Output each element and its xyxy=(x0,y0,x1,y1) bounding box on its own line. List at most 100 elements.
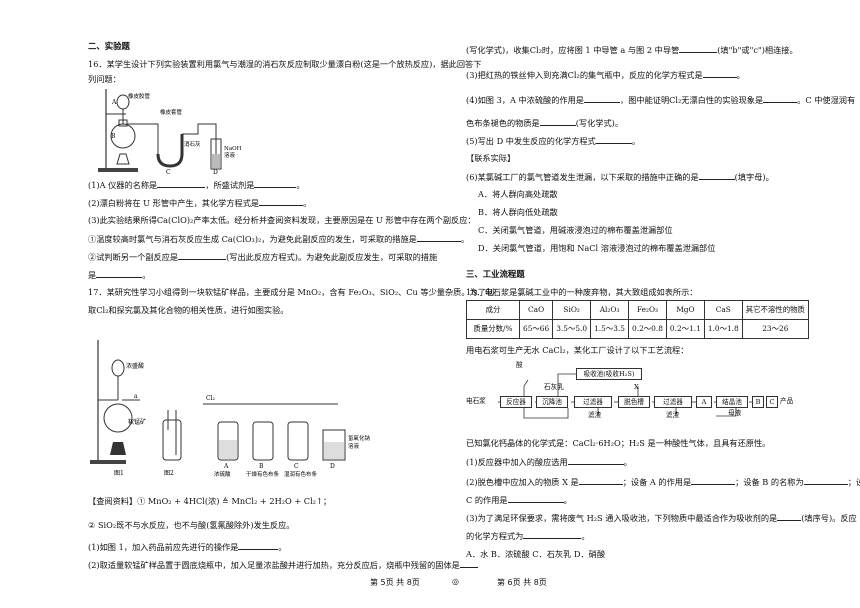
q18-part2: (2)脱色槽中应加入的物质 X 是；设备 A 的作用是；设备 B 的名称为；设备 xyxy=(466,477,860,487)
q17-part4-cont: 色布条褪色的物质是(写化学式)。 xyxy=(466,118,624,128)
q17-part2: (2)取适量软锰矿样品置于圆底烧瓶中，加入足量浓盐酸并进行加热，充分反应后，烧瓶… xyxy=(88,560,478,569)
table-cell: 65～66 xyxy=(518,319,554,339)
table-header-row: 成分 CaO SiO₂ Al₂O₃ Fe₂O₃ MgO CaS 其它不溶性的物质 xyxy=(466,300,809,320)
flow-acid-label: 酸 xyxy=(516,361,523,369)
table-cell: CaO xyxy=(518,300,554,320)
table-cell: 1.5～3.5 xyxy=(590,319,630,339)
q16-label-lime: 消石灰 xyxy=(184,140,201,148)
q17-option-b: B．将人群向低处疏散 xyxy=(478,207,558,217)
q17-cont-line1: (写化学式)，收集Cl₂时，应将图 1 中导管 a 与图 2 中导管(填"b"或… xyxy=(466,45,798,55)
q16-label-a: A xyxy=(111,99,117,106)
flow-reactor: 反应器 xyxy=(500,396,532,408)
q17-label-ore: 软锰矿 xyxy=(128,418,146,426)
q17-apparatus-figure: 浓盛酸 a 软锰矿 图1 图2 Cl₂ A B C D 浓硫酸 干燥有色布条 湿… xyxy=(90,340,371,478)
table-cell: 0.2～0.8 xyxy=(628,319,667,339)
q17-label-dry-strip: 干燥有色布条 xyxy=(246,470,280,478)
table-cell: 1.0～1.8 xyxy=(703,319,743,339)
q18-part1: (1)反应器中加入的酸应选用。 xyxy=(466,457,632,467)
flow-settle-tank: 沉降池 xyxy=(536,396,568,408)
left-page-footer: 第 5页 共 8页 xyxy=(370,578,420,587)
q18-known-info: 已知氯化钙晶体的化学式是：CaCl₂·6H₂O；H₂S 是一种酸性气体，且具有还… xyxy=(466,438,771,448)
q16-label-c: C xyxy=(166,169,171,174)
q16-label-solution: 溶液 xyxy=(224,151,236,159)
q18-part3-cont: 的化学方程式为。 xyxy=(466,531,590,541)
flow-absorb-tank: 吸收池(吸收H₂S) xyxy=(576,368,642,380)
flow-product-label: 产品 xyxy=(780,397,794,405)
q16-part3-2: ②试判断另一个副反应是(写出此反应方程式)。为避免此副反应发生，可采取的措施 xyxy=(88,252,438,262)
q16-part3-2-cont: 是。 xyxy=(88,270,151,280)
q18-stem-line1: 18．电石浆是氯碱工业中的一种废弃物，其大致组成如表所示： xyxy=(466,287,698,297)
q16-part2: (2)漂白粉将在 U 形管中产生，其化学方程式是。 xyxy=(88,198,312,208)
q17-stem-line2: 取Cl₂和探究氯及其化合物的相关性质，进行如图实验。 xyxy=(88,305,289,315)
flow-lime-label: 石灰乳 xyxy=(544,383,564,391)
q17-info1: 【查阅资料】① MnO₂ + 4HCl(浓) ≜ MnCl₂ + 2H₂O + … xyxy=(88,496,332,506)
q17-label-C: C xyxy=(294,463,299,470)
q17-stem-line1: 17．某研究性学习小组得到一块软锰矿样品，主要成分是 MnO₂，含有 Fe₂O₃… xyxy=(88,287,495,297)
q18-options: A．水 B．浓硫酸 C．石灰乳 D．硝酸 xyxy=(466,549,606,559)
flow-device-b: B xyxy=(752,396,764,408)
q18-part2-cont: C 的作用是。 xyxy=(466,495,572,505)
q17-label-fig1: 图1 xyxy=(114,470,124,477)
section-heading-industrial: 三、工业流程题 xyxy=(466,269,525,279)
table-cell: 3.5～5.0 xyxy=(552,319,592,339)
q17-label-wet-strip: 湿润有色布条 xyxy=(284,470,318,478)
q16-label-b: B xyxy=(111,133,116,140)
table-cell: Al₂O₃ xyxy=(590,300,630,320)
q17-label-cl2: Cl₂ xyxy=(206,395,216,402)
flow-device-a: A xyxy=(696,396,712,408)
table-cell: 0.2～1.1 xyxy=(665,319,705,339)
table-row: 质量分数/% 65～66 3.5～5.0 1.5～3.5 0.2～0.8 0.2… xyxy=(466,319,809,339)
q16-part1: (1)A 仪器的名称是，所盛试剂是。 xyxy=(88,180,305,190)
q16-part3-1: ①温度较高时氯气与消石灰反应生成 Ca(ClO₃)₂，为避免此副反应的发生，可采… xyxy=(88,234,470,244)
q17-label-h2so4: 浓硫酸 xyxy=(214,470,231,478)
q17-info2: ② SiO₂既不与水反应，也不与酸(氢氟酸除外)发生反应。 xyxy=(88,520,295,530)
q16-apparatus-figure: 橡皮胶管 橡皮套管 消石灰 A B C D NaOH 溶液 xyxy=(98,89,242,174)
q17-part1: (1)如图 1，加入药品前应先进行的操作是。 xyxy=(88,542,287,552)
q16-part3: (3)此实验结果所得Ca(ClO)₂产率太低。经分析并查阅资料发现，主要原因是在… xyxy=(88,215,476,225)
q17-option-c: C．关闭氯气管道，用碱液浸泡过的棉布覆盖泄漏部位 xyxy=(478,225,673,235)
table-cell: 成分 xyxy=(466,300,520,320)
q16-label-naoh: NaOH xyxy=(224,146,242,152)
q17-label-D: D xyxy=(330,463,335,470)
q16-stem-line2: 列问题： xyxy=(88,74,121,84)
q17-label-fig2: 图2 xyxy=(164,470,174,477)
q16-label-tube2: 橡皮套管 xyxy=(160,108,183,116)
q17-label-naoh-soln: 溶液 xyxy=(348,442,360,450)
q17-label-naoh: 氢氧化钠 xyxy=(348,434,371,442)
right-page-footer: 第 6页 共 8页 xyxy=(497,578,547,587)
q17-part5: (5)写出 D 中发生反应的化学方程式。 xyxy=(466,136,641,146)
table-cell: Fe₂O₃ xyxy=(628,300,667,320)
binding-mark: ◎ xyxy=(452,577,459,586)
q17-part4: (4)如图 3，A 中浓硫酸的作用是，图中能证明Cl₂无漂白性的实验现象是。C … xyxy=(466,95,856,105)
q17-label-B: B xyxy=(259,463,264,470)
flow-residue-1: 滤渣 xyxy=(588,411,602,419)
flow-decolor-tank: 脱色槽 xyxy=(618,396,650,408)
flow-x-label: X xyxy=(634,383,639,391)
q17-label-a-mark: a xyxy=(134,393,138,400)
q18-part3: (3)为了满足环保要求，需将废气 H₂S 通入吸收池，下列物质中最适合作为吸收剂… xyxy=(466,513,857,523)
q17-part3: (3)把红热的铁丝伸入到充满Cl₂的集气瓶中，反应的化学方程式是。 xyxy=(466,70,745,80)
flow-mother-liquor: 母液 xyxy=(728,409,742,417)
q17-option-a: A．将人群向高处疏散 xyxy=(478,189,558,199)
flow-filter-2: 过滤器 xyxy=(654,396,692,408)
flow-crystal-tank: 结晶池 xyxy=(716,396,748,408)
section-heading-experiment: 二、实验题 xyxy=(88,41,130,51)
q17-label-A: A xyxy=(223,463,229,470)
table-cell: 其它不溶性的物质 xyxy=(741,300,809,320)
q17-option-d: D．关闭氯气管道，用饱和 NaCl 溶液浸泡过的棉布覆盖泄漏部位 xyxy=(478,243,716,253)
q18-composition-table: 成分 CaO SiO₂ Al₂O₃ Fe₂O₃ MgO CaS 其它不溶性的物质… xyxy=(466,300,809,339)
q17-part6: (6)某氯碱工厂的氯气管道发生泄漏，以下采取的措施中正确的是(填字母)。 xyxy=(466,172,774,182)
flow-residue-2: 滤渣 xyxy=(666,411,680,419)
q18-stem-line2: 用电石浆可生产无水 CaCl₂，某化工厂设计了以下工艺流程： xyxy=(466,345,689,355)
q18-process-flow: 酸 吸收池(吸收H₂S) 石灰乳 X 电石浆 反应器 沉降池 过滤器 脱色槽 过… xyxy=(466,356,793,420)
table-cell: CaS xyxy=(703,300,743,320)
flow-filter-1: 过滤器 xyxy=(574,396,612,408)
q16-label-tube1: 橡皮胶管 xyxy=(128,92,151,100)
table-cell: MgO xyxy=(665,300,705,320)
table-cell: SiO₂ xyxy=(552,300,592,320)
q16-stem-line1: 16．某学生设计下列实验装置利用氯气与潮湿的消石灰反应制取少量漂白粉(这是一个放… xyxy=(88,59,482,69)
link-practice-heading: 【联系实际】 xyxy=(466,153,516,163)
q16-label-d: D xyxy=(213,169,218,174)
table-cell: 23～26 xyxy=(741,319,809,339)
